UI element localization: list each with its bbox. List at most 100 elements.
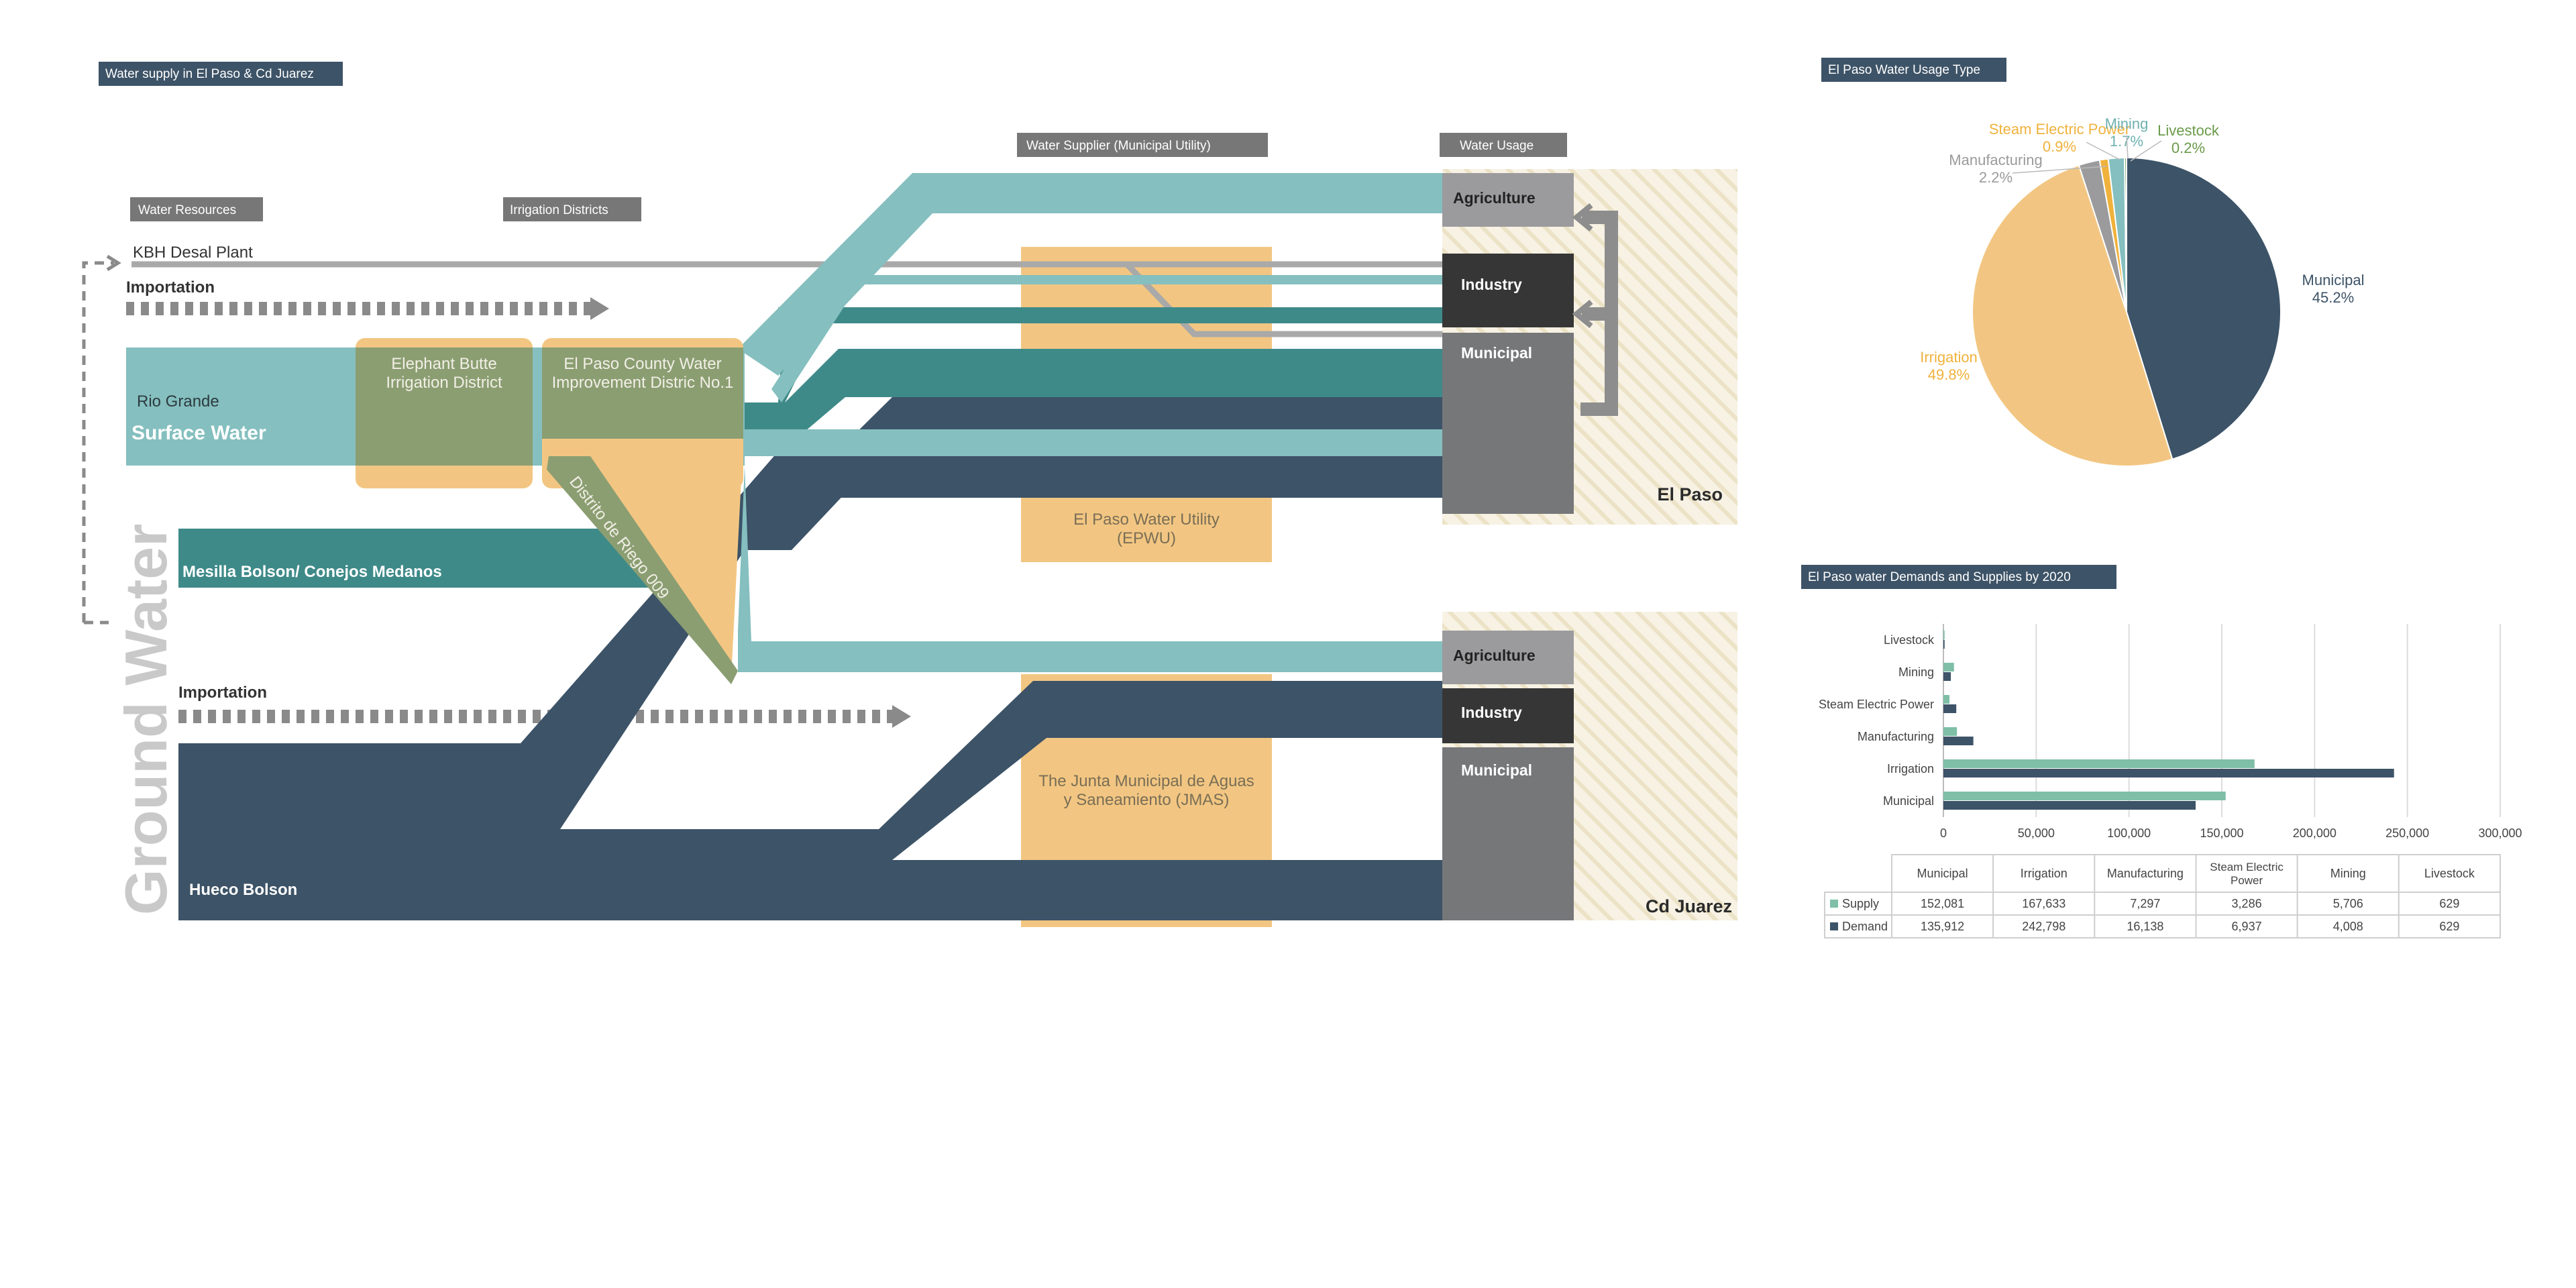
- mesilla-label: Mesilla Bolson/ Conejos Medanos: [182, 563, 442, 581]
- pie-slice-municipal: [2126, 156, 2282, 460]
- legend-swatch-supply: [1830, 900, 1838, 908]
- surface-to-el-paso-agriculture: [738, 173, 1442, 376]
- header-water-usage: Water Usage: [1460, 139, 1534, 153]
- hueco-bolson-flow: [178, 397, 1442, 920]
- epwu-label-2: (EPWU): [1117, 529, 1176, 547]
- el-paso-agriculture-label: Agriculture: [1453, 189, 1536, 207]
- return-arrow-industry-icon: [1572, 299, 1593, 329]
- bar-gridlines: [1943, 624, 2501, 817]
- el-paso-county-label-2: Improvement Distric No.1: [552, 374, 734, 392]
- category-label-mining: Mining: [1898, 665, 1934, 679]
- x-tick-label: 150,000: [2200, 826, 2243, 840]
- bar-supply-manufacturing: [1943, 727, 1957, 736]
- bar-demand-irrigation: [1943, 769, 2394, 777]
- juarez-municipal-block: [1442, 747, 1574, 920]
- table-value-demand-livestock: 629: [2439, 920, 2459, 933]
- el-paso-city-label: El Paso: [1657, 484, 1723, 504]
- pie-leader-line: [2126, 135, 2129, 159]
- el-paso-return-flow: [1580, 211, 1618, 416]
- table-value-demand-manufacturing: 16,138: [2127, 920, 2163, 933]
- juarez-agriculture-block: [1442, 631, 1574, 684]
- ground-water-label: Ground Water: [113, 524, 179, 915]
- table-value-supply-irrigation: 167,633: [2022, 897, 2065, 910]
- table-header-cell: [2296, 854, 2400, 893]
- pie-value-irrigation: 49.8%: [1928, 366, 1970, 383]
- category-label-livestock: Livestock: [1884, 633, 1935, 647]
- pie-leader-line: [2086, 142, 2121, 160]
- x-tick-label: 300,000: [2478, 826, 2522, 840]
- bar-supply-municipal: [1943, 792, 2226, 800]
- pie-label-manufacturing: Manufacturing: [1949, 152, 2042, 168]
- el-paso-industry-block: [1442, 254, 1574, 327]
- pie-value-municipal: 45.2%: [2312, 289, 2354, 306]
- pie-label-steam-electric-power: Steam Electric Power: [1989, 121, 2130, 138]
- pie-leader-line: [2012, 166, 2107, 174]
- diagram-title: Water supply in El Paso & Cd Juarez: [105, 67, 314, 81]
- distrito-riego-band: [547, 456, 738, 684]
- table-header-manufacturing: Manufacturing: [2107, 867, 2184, 880]
- table-header-cell: [1992, 854, 2096, 893]
- el-paso-municipal-block: [1442, 333, 1574, 514]
- table-header-steam-electric-power-line2: Power: [2231, 874, 2263, 887]
- table-header-mining: Mining: [2330, 867, 2366, 880]
- juarez-city-label: Cd Juarez: [1646, 896, 1732, 916]
- pie-value-steam-electric-power: 0.9%: [2043, 138, 2076, 155]
- table-value-supply-livestock: 629: [2439, 897, 2459, 910]
- table-value-demand-mining: 4,008: [2333, 920, 2363, 933]
- table-header-livestock: Livestock: [2424, 867, 2475, 880]
- x-tick-label: 250,000: [2385, 826, 2429, 840]
- mesilla-to-industry: [778, 307, 1442, 335]
- el-paso-county-district: [542, 347, 743, 439]
- return-arrow-agriculture-icon: [1572, 203, 1593, 232]
- table-cell: [2398, 892, 2501, 916]
- header-irrigation-districts: Irrigation Districts: [510, 203, 608, 217]
- table-value-supply-mining: 5,706: [2333, 897, 2363, 910]
- epwu-label-1: El Paso Water Utility: [1073, 511, 1220, 529]
- bar-title-bg: [1801, 565, 2116, 589]
- demand-supply-bar-chart: El Paso water Demands and Supplies by 20…: [1801, 565, 2522, 938]
- table-cell: [1992, 892, 2096, 916]
- juarez-industry-label: Industry: [1461, 704, 1522, 721]
- table-cell: [2296, 914, 2400, 938]
- category-label-steam-electric-power: Steam Electric Power: [1819, 698, 1934, 711]
- legend-swatch-demand: [1830, 922, 1838, 930]
- table-value-demand-municipal: 135,912: [1921, 920, 1964, 933]
- hueco-label: Hueco Bolson: [189, 881, 297, 899]
- header-water-supplier-bg: [1017, 133, 1268, 157]
- kbh-label: KBH Desal Plant: [133, 244, 253, 262]
- rio-grande-label: Rio Grande: [137, 392, 219, 411]
- pie-slice-irrigation: [1972, 164, 2174, 467]
- table-header-municipal: Municipal: [1917, 867, 1968, 880]
- bar-supply-mining: [1943, 663, 1954, 672]
- importation-top-label: Importation: [126, 278, 215, 297]
- header-water-usage-bg: [1440, 133, 1567, 157]
- bar-demand-mining: [1943, 672, 1951, 681]
- table-cell: [1992, 914, 2096, 938]
- bar-supply-livestock: [1943, 631, 1945, 639]
- pie-slices: [1972, 156, 2282, 467]
- header-water-resources-bg: [130, 197, 263, 221]
- pie-title: El Paso Water Usage Type: [1828, 63, 1980, 77]
- bar-supply-steam-electric-power: [1943, 695, 1950, 704]
- diagram-title-bg: [99, 62, 343, 86]
- bar-demand-municipal: [1943, 801, 2196, 810]
- water-supply-diagram: Water supply in El Paso & Cd Juarez: [82, 62, 1737, 927]
- juarez-industry-block: [1442, 688, 1574, 743]
- table-value-demand-irrigation: 242,798: [2022, 920, 2065, 933]
- pie-label-municipal: Municipal: [2302, 272, 2365, 288]
- table-value-supply-municipal: 152,081: [1921, 897, 1964, 910]
- bar-demand-livestock: [1943, 640, 1945, 649]
- header-irrigation-districts-bg: [503, 197, 641, 221]
- legend-label-supply: Supply: [1842, 897, 1879, 910]
- usage-type-pie-chart: El Paso Water Usage Type Municipal45.2%I…: [1821, 58, 2365, 467]
- table-cell: [2195, 914, 2298, 938]
- importation-top-arrow-icon: [590, 297, 609, 320]
- kbh-flow-line: [131, 261, 1442, 337]
- table-header-steam-electric-power: Steam Electric: [2210, 861, 2284, 873]
- mesilla-flow: [178, 349, 1442, 588]
- pie-label-livestock: Livestock: [2157, 122, 2220, 139]
- x-tick-label: 0: [1940, 826, 1947, 840]
